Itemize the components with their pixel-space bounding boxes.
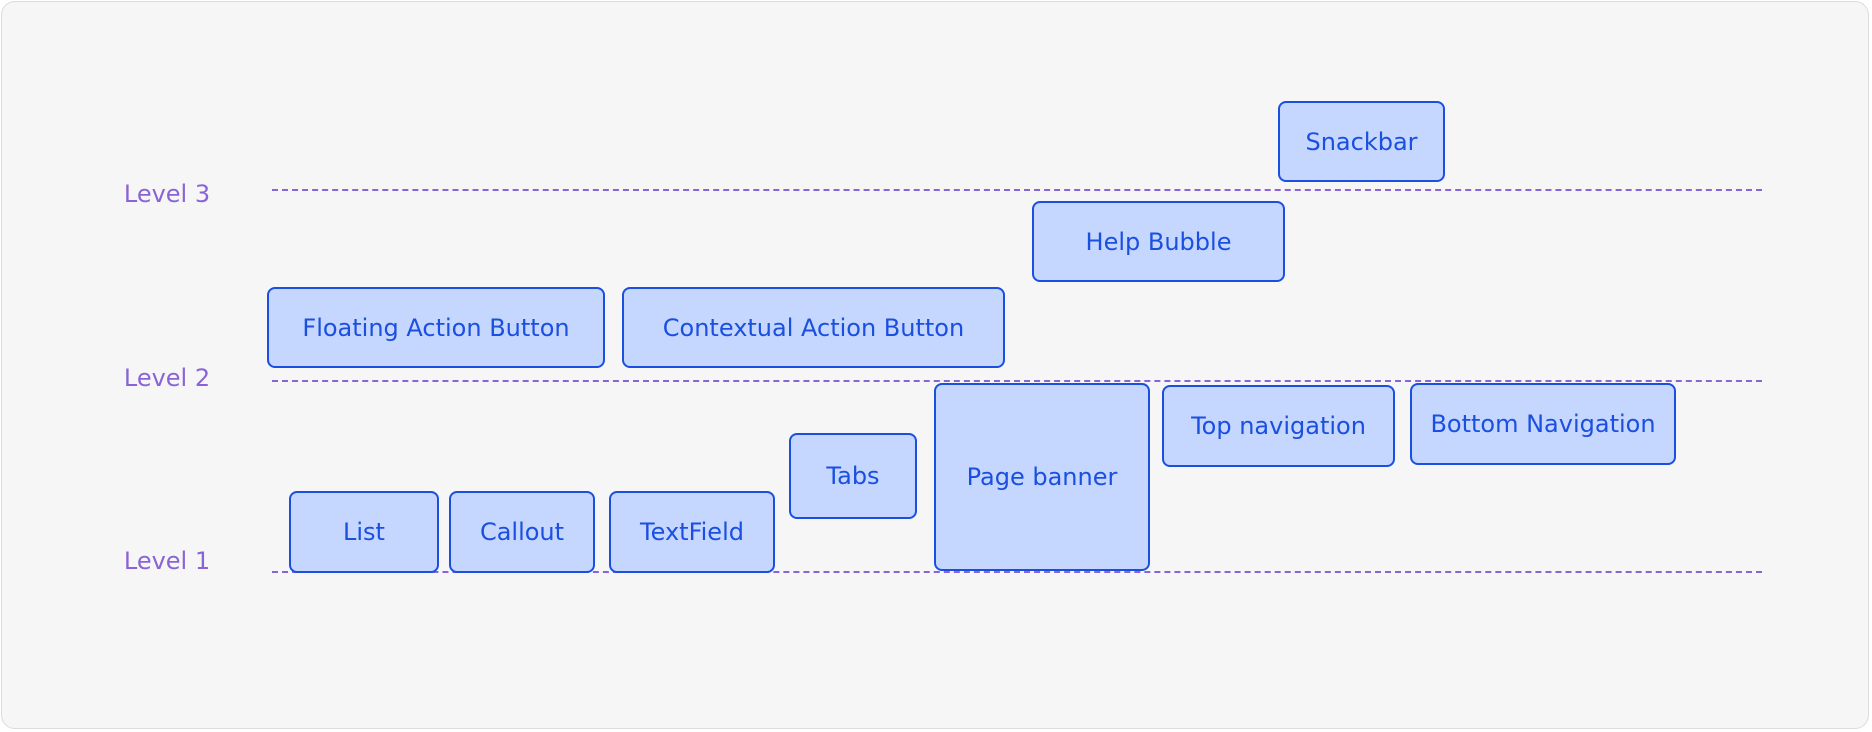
level-3-label: Level 3 bbox=[123, 180, 211, 208]
level-1-label: Level 1 bbox=[123, 547, 211, 575]
level-2-label: Level 2 bbox=[123, 364, 211, 392]
list-box: List bbox=[289, 491, 439, 573]
help-bubble-box: Help Bubble bbox=[1032, 201, 1285, 282]
bottom-navigation-box: Bottom Navigation bbox=[1410, 383, 1676, 465]
callout-box: Callout bbox=[449, 491, 595, 573]
level-2-line bbox=[272, 380, 1762, 382]
tabs-box: Tabs bbox=[789, 433, 917, 519]
level-1-line bbox=[272, 571, 1762, 573]
floating-action-button-box: Floating Action Button bbox=[267, 287, 605, 368]
textfield-box: TextField bbox=[609, 491, 775, 573]
top-navigation-box: Top navigation bbox=[1162, 385, 1395, 467]
contextual-action-button-box: Contextual Action Button bbox=[622, 287, 1005, 368]
snackbar-box: Snackbar bbox=[1278, 101, 1445, 182]
level-3-line bbox=[272, 189, 1762, 191]
page-banner-box: Page banner bbox=[934, 383, 1150, 571]
